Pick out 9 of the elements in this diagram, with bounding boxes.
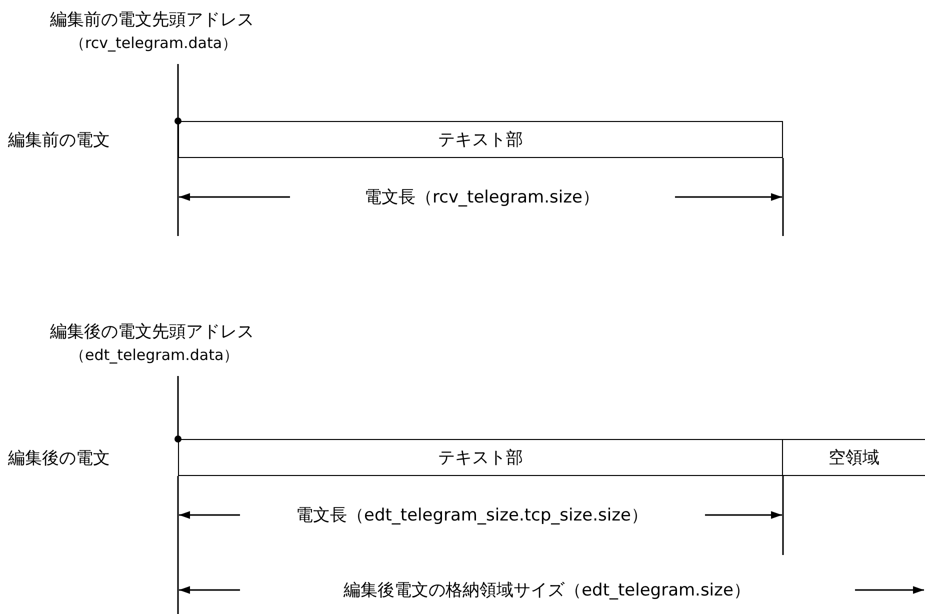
free-area-box: 空領域 bbox=[783, 439, 925, 476]
variable-name: （rcv_telegram.data） bbox=[70, 34, 238, 53]
leader-line bbox=[174, 64, 182, 124]
variable-name: （edt_telegram.data） bbox=[70, 346, 239, 365]
text-field-box: テキスト部 bbox=[178, 121, 783, 158]
text-field-box: テキスト部 bbox=[178, 439, 783, 476]
leader-line bbox=[174, 376, 182, 442]
address-label: 編集後の電文先頭アドレス bbox=[50, 321, 254, 343]
address-label: 編集前の電文先頭アドレス bbox=[50, 9, 254, 31]
